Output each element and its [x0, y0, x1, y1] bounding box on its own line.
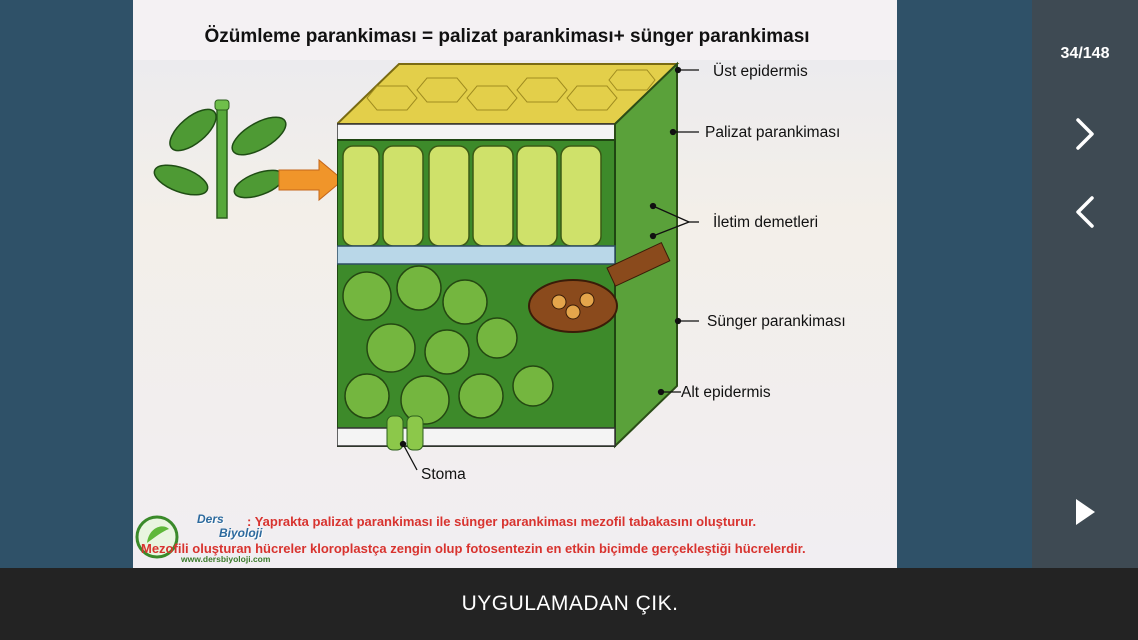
label-ust-epidermis: Üst epidermis — [713, 63, 808, 80]
caption-line-1: : Yaprakta palizat parankiması ile sünge… — [247, 514, 757, 529]
slide-image: Özümleme parankiması = palizat parankima… — [133, 0, 897, 568]
chevron-left-icon — [1076, 196, 1094, 228]
page-counter: 34/148 — [1060, 45, 1110, 62]
logo-url: www.dersbiyoloji.com — [181, 554, 271, 564]
slide-title: Özümleme parankiması = palizat parankima… — [204, 26, 810, 47]
previous-page-button[interactable] — [1065, 192, 1105, 232]
label-iletim-demetleri: İletim demetleri — [713, 214, 819, 231]
chevron-right-icon — [1076, 118, 1094, 150]
navigation-sidebar: 34/148 — [1032, 0, 1138, 568]
next-page-button[interactable] — [1065, 114, 1105, 154]
logo-word-biyoloji: Biyoloji — [219, 526, 263, 540]
label-alt-epidermis: Alt epidermis — [681, 384, 771, 401]
ders-biyoloji-logo — [135, 515, 179, 559]
label-stoma: Stoma — [421, 466, 466, 483]
leaf-cross-section-diagram — [337, 61, 680, 451]
exit-app-button[interactable]: UYGULAMADAN ÇIK. — [0, 568, 1138, 640]
plant-illustration — [153, 99, 344, 219]
label-sunger-parankimasi: Sünger parankiması — [707, 313, 846, 330]
logo-word-ders: Ders — [197, 512, 224, 526]
exit-app-label: UYGULAMADAN ÇIK. — [461, 592, 679, 615]
play-button[interactable] — [1065, 492, 1105, 532]
label-leader-lines — [399, 66, 699, 471]
play-icon — [1076, 499, 1095, 525]
caption-line-2: Mezofili oluşturan hücreler kloroplastça… — [141, 541, 806, 556]
label-palizat-parankimasi: Palizat parankiması — [705, 124, 841, 141]
